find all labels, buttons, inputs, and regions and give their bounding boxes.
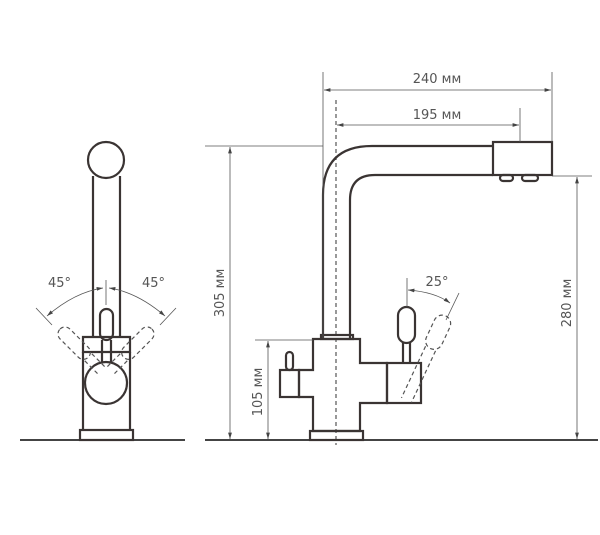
spout-height-label: 280 мм	[560, 279, 575, 328]
total-height-label: 305 мм	[213, 269, 228, 318]
body-height-label: 105 мм	[251, 368, 266, 417]
spout-reach-label: 195 мм	[413, 108, 462, 123]
front-view	[35, 140, 177, 442]
front-angle-right-label: 45°	[142, 276, 165, 291]
front-angle-left-label: 45°	[48, 276, 71, 291]
side-view	[205, 72, 592, 445]
side-lever-angle-label: 25°	[425, 275, 448, 290]
total-length-label: 240 мм	[413, 72, 462, 87]
